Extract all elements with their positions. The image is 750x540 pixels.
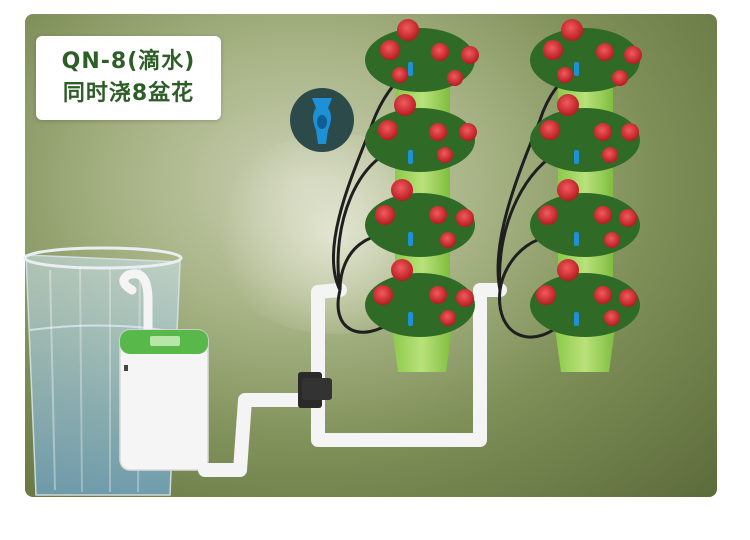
main-pipe [198, 283, 507, 477]
drip-pump [119, 329, 209, 471]
rose-pots-right [530, 19, 642, 372]
bottom-margin [0, 500, 750, 540]
pipe-tee-connector [298, 372, 332, 408]
product-tagline: 同时浇8盆花 [62, 81, 195, 106]
dripper-icon [290, 88, 354, 152]
rose-pots-left [365, 19, 479, 372]
intake-hose [119, 269, 153, 350]
product-label: QN-8(滴水) 同时浇8盆花 [36, 36, 221, 120]
product-model: QN-8(滴水) [61, 49, 196, 74]
pump-display [150, 336, 180, 346]
